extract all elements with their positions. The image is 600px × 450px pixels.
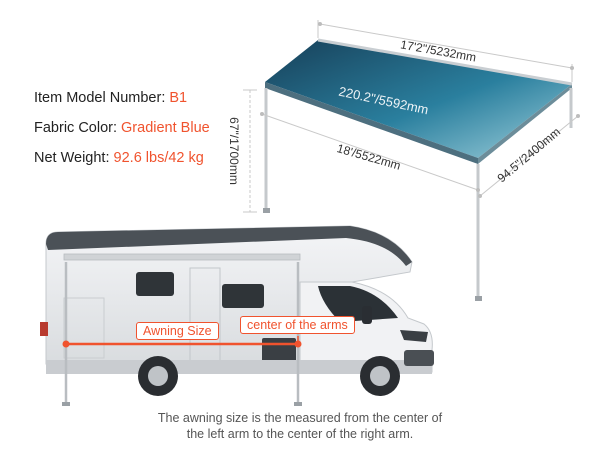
- net-weight-label: Net Weight:: [34, 150, 114, 166]
- fabric-color: Fabric Color: Gradient Blue: [34, 120, 210, 136]
- model-number-value: B1: [169, 90, 188, 106]
- awning-size-line: [62, 336, 302, 348]
- model-number: Item Model Number: B1: [34, 90, 187, 106]
- awning-fabric-edge: [265, 82, 478, 164]
- awning-rail: [63, 253, 301, 261]
- caption-line-1: The awning size is the measured from the…: [157, 411, 443, 425]
- windshield: [318, 286, 398, 322]
- awning-size-label: Awning Size: [136, 322, 219, 340]
- dimension-lines: [243, 20, 579, 213]
- caption: The awning size is the measured from the…: [0, 410, 600, 442]
- awning-canopy: [265, 38, 573, 164]
- net-weight: Net Weight: 92.6 lbs/42 kg: [34, 150, 204, 166]
- model-number-label: Item Model Number:: [34, 90, 170, 106]
- rv-wheels: [138, 356, 400, 396]
- rv-vehicle: [40, 225, 434, 396]
- awning-fabric-top: [265, 40, 572, 158]
- caption-line-2: the left arm to the center of the right …: [186, 427, 414, 441]
- center-of-arms-label: center of the arms: [240, 316, 355, 334]
- rv-window: [136, 272, 174, 296]
- roller-tube: [317, 38, 573, 86]
- rv-window: [222, 284, 264, 308]
- fabric-color-label: Fabric Color:: [34, 120, 122, 136]
- dimension-height: 67"/1700mm: [226, 117, 241, 185]
- fabric-color-value: Gradient Blue: [121, 120, 210, 136]
- net-weight-value: 92.6 lbs/42 kg: [113, 150, 204, 166]
